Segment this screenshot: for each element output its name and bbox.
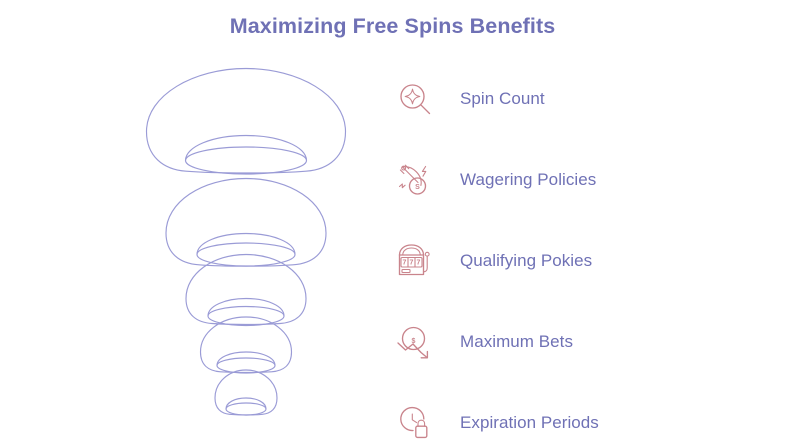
funnel-segment-1 [147, 69, 346, 175]
rocket-dollar-icon: S [392, 157, 438, 203]
legend-item-wagering-policies[interactable]: S Wagering Policies [392, 139, 772, 220]
legend-item-label: Maximum Bets [460, 331, 574, 351]
legend-item-maximum-bets[interactable]: $ Maximum Bets [392, 301, 772, 382]
funnel-segment-5 [215, 370, 277, 415]
clock-lock-icon [392, 400, 438, 442]
magnifier-sparkle-icon [392, 76, 438, 122]
legend-item-label: Expiration Periods [460, 412, 599, 432]
funnel-graphic [110, 55, 420, 442]
svg-text:7: 7 [403, 259, 407, 266]
legend-item-spin-count[interactable]: Spin Count [392, 58, 772, 139]
funnel-segment-2 [166, 179, 326, 267]
svg-text:7: 7 [417, 259, 421, 266]
legend-item-label: Spin Count [460, 88, 545, 108]
legend-item-expiration-periods[interactable]: Expiration Periods [392, 382, 772, 442]
legend-item-label: Wagering Policies [460, 169, 597, 189]
dollar-trend-down-icon: $ [392, 319, 438, 365]
page-title: Maximizing Free Spins Benefits [229, 14, 556, 38]
slot-machine-777-icon: 7 7 7 [392, 238, 438, 284]
svg-text:7: 7 [410, 259, 414, 266]
svg-text:S: S [415, 184, 420, 191]
legend-item-qualifying-pokies[interactable]: 7 7 7 Qualifying Pokies [392, 220, 772, 301]
funnel-segment-4 [201, 317, 292, 373]
legend-item-label: Qualifying Pokies [460, 250, 593, 270]
funnel-segment-3 [186, 255, 306, 326]
svg-text:$: $ [412, 337, 416, 344]
legend-list: Spin Count S [392, 58, 772, 442]
